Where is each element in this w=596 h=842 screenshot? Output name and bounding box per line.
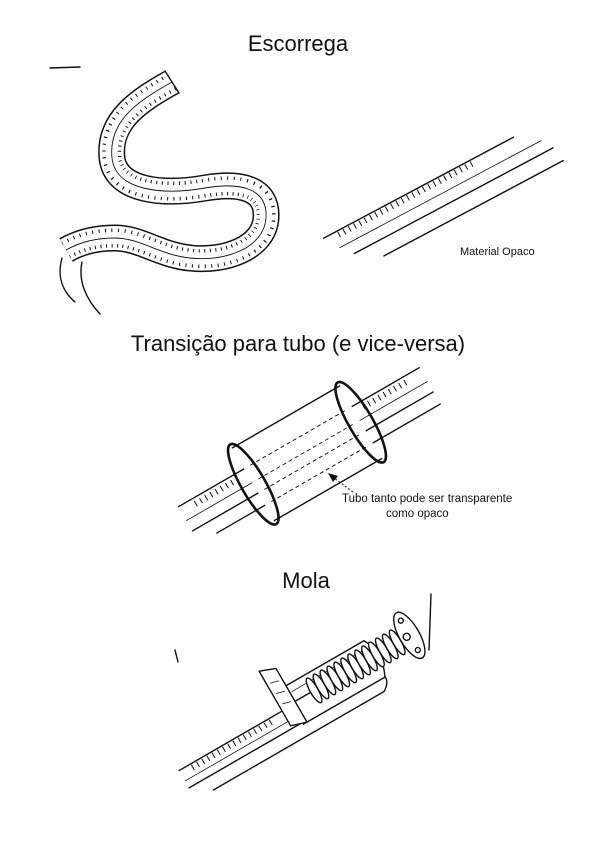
spring-mechanism-drawing (178, 611, 426, 791)
ribbon-tick-marks (337, 159, 477, 238)
vertical-stroke (428, 593, 432, 651)
mount-hole (397, 617, 405, 624)
ribbon-upper-edge (322, 136, 515, 239)
tube-note-line-2: como opaco (386, 508, 449, 520)
straight-slide-drawing (322, 136, 564, 257)
material-label: Material Opaco (460, 246, 535, 258)
section-title-spring: Mola (282, 568, 330, 593)
hidden-track-line (258, 423, 354, 480)
track-center-line (184, 717, 296, 782)
track-ground-line (59, 257, 76, 303)
ribbon-end-cap (164, 70, 180, 94)
section-title-slide: Escorrega (247, 31, 349, 56)
hidden-track-line (271, 446, 367, 502)
curved-slide-drawing (49, 66, 266, 315)
mount-hole (414, 646, 422, 654)
track-tick-marks (361, 379, 409, 410)
section-title-tube: Transição para tubo (e vice-versa) (130, 331, 466, 356)
pusher-plate-slot (276, 690, 285, 694)
ribbon-base-edge (383, 159, 564, 257)
spring-coils (305, 629, 406, 704)
hidden-track-line (264, 434, 360, 490)
track-tick-marks (190, 718, 274, 771)
arrow-head (328, 473, 338, 482)
tube-bottom-edge (273, 457, 383, 522)
ribbon-center-line (339, 140, 542, 249)
tube-top-edge (231, 385, 341, 449)
track-tick-marks (193, 475, 242, 507)
track-ground-line (80, 261, 101, 315)
tube-left-ring (226, 442, 280, 526)
pusher-plate-slot (270, 680, 279, 684)
annotation-arrow (328, 473, 354, 493)
track-upper-edge (178, 706, 290, 772)
ribbon-lower-edge (353, 147, 554, 255)
tube-note-line-1: Tubo tanto pode ser transparente (342, 493, 513, 505)
pusher-plate-slot (282, 701, 291, 705)
mount-hole (402, 632, 411, 642)
hidden-track-line (250, 409, 346, 466)
ribbon-fill (66, 82, 266, 259)
track-base-edge (212, 690, 385, 791)
tube-right-ring (334, 380, 388, 464)
corner-stroke (49, 66, 81, 69)
small-stroke (174, 649, 179, 663)
tube-transition-drawing (177, 366, 441, 534)
